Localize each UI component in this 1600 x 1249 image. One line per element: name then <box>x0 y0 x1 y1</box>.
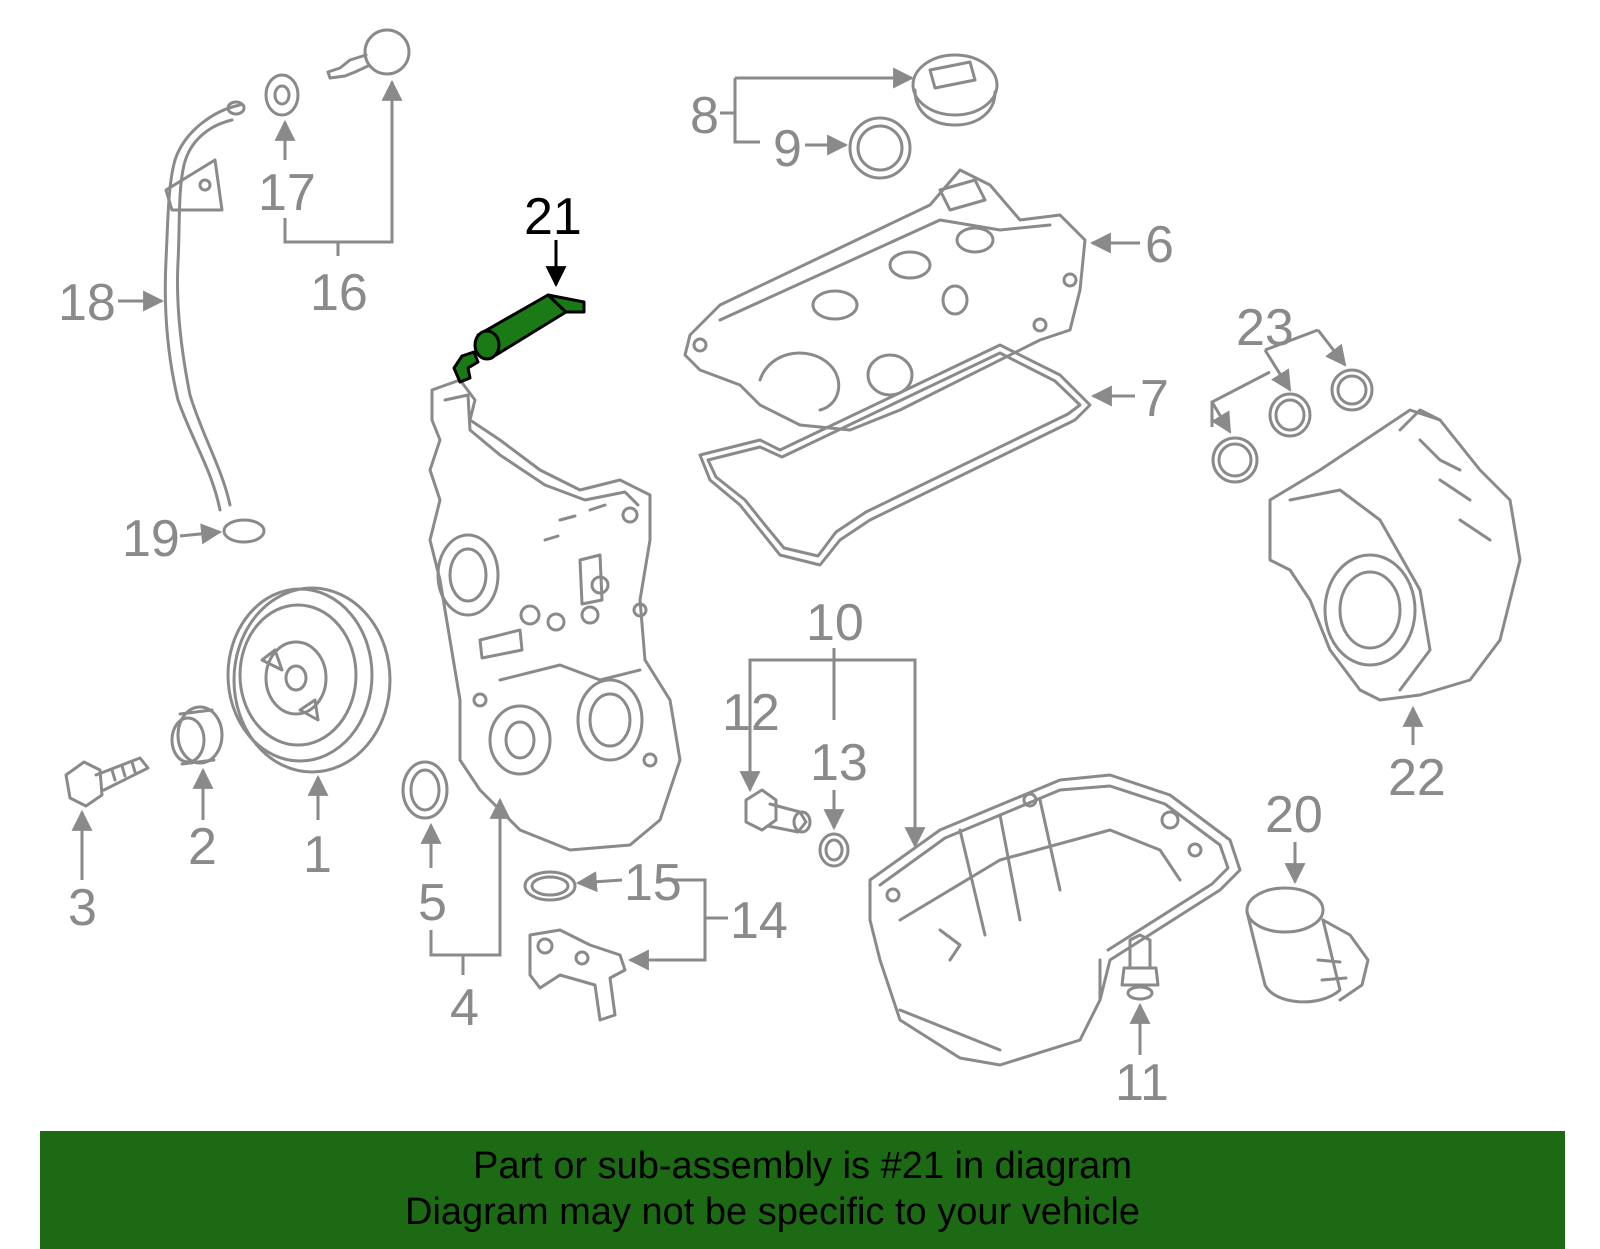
oil-pan-part[interactable] <box>868 773 1242 1067</box>
callout-16[interactable]: 16 <box>310 264 368 322</box>
callout-1[interactable]: 1 <box>303 826 332 884</box>
banner-disclaimer: Diagram may not be specific to your vehi… <box>405 1191 1140 1233</box>
intake-manifold-part[interactable] <box>1268 408 1522 702</box>
callout-13[interactable]: 13 <box>810 734 868 792</box>
callout-15[interactable]: 15 <box>624 854 682 912</box>
info-banner: Part or sub-assembly is #21 in diagram D… <box>40 1131 1565 1249</box>
callout-7[interactable]: 7 <box>1140 370 1169 428</box>
oil-cap-8-part[interactable] <box>911 53 999 127</box>
timing-cover-part[interactable] <box>428 378 682 852</box>
spacer-2-part[interactable] <box>170 705 224 766</box>
oil-filter-part[interactable] <box>1245 886 1370 1004</box>
callout-17[interactable]: 17 <box>258 164 316 222</box>
callout-20[interactable]: 20 <box>1265 786 1323 844</box>
washer-13-part[interactable] <box>818 832 850 868</box>
callout-5[interactable]: 5 <box>418 874 447 932</box>
callout-6[interactable]: 6 <box>1145 216 1174 274</box>
gasket-15-part[interactable] <box>523 870 577 902</box>
cap-gasket-9-part[interactable] <box>848 116 912 180</box>
washer-17-part[interactable] <box>264 73 300 117</box>
callout-8[interactable]: 8 <box>690 87 719 145</box>
seal-5-part[interactable] <box>401 760 449 820</box>
callout-18[interactable]: 18 <box>58 274 116 332</box>
callout-10[interactable]: 10 <box>806 594 864 652</box>
banner-part-note: Part or sub-assembly is #21 in diagram <box>473 1145 1132 1187</box>
dipstick-handle-part[interactable] <box>326 28 411 80</box>
callout-2[interactable]: 2 <box>188 818 217 876</box>
drain-plug-11-part[interactable] <box>1120 933 1160 1001</box>
hose-clamps-23-part[interactable] <box>1211 368 1374 484</box>
callout-3[interactable]: 3 <box>68 879 97 937</box>
dipstick-tube-part[interactable] <box>163 100 246 512</box>
callout-22[interactable]: 22 <box>1388 749 1446 807</box>
valve-cover-part[interactable] <box>683 168 1087 432</box>
o-ring-19-part[interactable] <box>222 518 266 544</box>
callout-9[interactable]: 9 <box>773 120 802 178</box>
callout-numbers: 1 2 3 4 5 6 7 8 9 10 11 12 13 14 15 16 1… <box>58 87 1446 1112</box>
callout-4[interactable]: 4 <box>450 979 479 1037</box>
crank-pulley-part[interactable] <box>226 586 392 774</box>
highlighted-part-21[interactable] <box>452 293 586 384</box>
callout-19[interactable]: 19 <box>122 510 180 568</box>
callout-11[interactable]: 11 <box>1115 1054 1169 1112</box>
callout-23[interactable]: 23 <box>1236 299 1294 357</box>
valve-cover-gasket-part[interactable] <box>698 343 1092 567</box>
callout-21[interactable]: 21 <box>524 188 582 246</box>
housing-14-part[interactable] <box>528 928 627 1022</box>
callout-12[interactable]: 12 <box>722 684 780 742</box>
leader-lines <box>71 67 1424 1055</box>
sensor-12-part[interactable] <box>744 788 812 834</box>
bolt-3-part[interactable] <box>64 756 150 808</box>
callout-14[interactable]: 14 <box>730 892 788 950</box>
